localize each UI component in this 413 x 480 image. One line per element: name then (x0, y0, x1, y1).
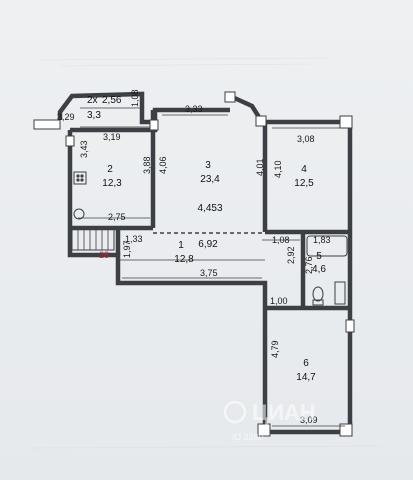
room-3-number: 3 (205, 160, 211, 171)
room-1-sub: 6,92 (198, 239, 218, 250)
room-1-area: 12,8 (174, 254, 194, 265)
dimension-lines (78, 107, 345, 427)
room-5-number: 5 (316, 251, 322, 262)
room-5-area: 4,6 (312, 264, 326, 275)
radiator-icon (334, 281, 346, 305)
dim-2-76: 2,76 (304, 256, 314, 274)
stove-icon (73, 171, 87, 185)
dim-1-08-mid: 1,08 (272, 235, 290, 245)
dimension-labels: 1,08 3,29 3,33 3,19 3,08 3,43 3,88 4,06 … (57, 89, 331, 425)
room-2-number: 2 (107, 164, 113, 175)
watermark-brand: ЦИАН (252, 400, 316, 425)
room-2x-sub: 3,3 (87, 110, 101, 121)
balcony-door (33, 119, 61, 130)
dim-3-88: 3,88 (142, 156, 152, 174)
windows (65, 91, 355, 437)
dim-2-92: 2,92 (286, 246, 296, 264)
dim-3-43: 3,43 (79, 140, 89, 158)
kitchen-sink-icon (73, 208, 85, 220)
stair-hatch (71, 227, 115, 251)
dim-3-08: 3,08 (297, 134, 315, 144)
room-3-area: 23,4 (200, 174, 220, 185)
room-6-number: 6 (303, 358, 309, 369)
window-room6-a (345, 319, 355, 333)
fixtures (73, 171, 348, 306)
loggia-wall (57, 91, 155, 125)
dim-4-79: 4,79 (270, 340, 280, 358)
window-room6-c (339, 423, 353, 437)
room-2-area: 12,3 (102, 178, 122, 189)
dim-3-75: 3,75 (200, 268, 218, 278)
room-2x-area: 2,56 (102, 95, 122, 106)
window-3a (149, 119, 159, 131)
dim-4-10: 4,10 (273, 160, 283, 178)
room-6-area: 14,7 (296, 372, 316, 383)
window-room6-b (257, 423, 271, 437)
background-texture (29, 57, 381, 449)
room-3-sub: 4,453 (197, 203, 222, 214)
dim-2-75: 2,75 (108, 212, 126, 222)
dim-3-29: 3,29 (57, 112, 75, 122)
room-1-number: 1 (178, 240, 184, 251)
dim-3-19: 3,19 (103, 132, 121, 142)
dim-3-33: 3,33 (185, 104, 203, 114)
room-4-area: 12,5 (294, 178, 314, 189)
marker-28: 28 (99, 250, 109, 260)
watermark-id: ID 3380 (232, 432, 264, 442)
room-2x-number: 2x (87, 95, 98, 106)
dim-3-09: 3,09 (300, 415, 318, 425)
room-labels: 2x 2,56 3,3 2 12,3 3 23,4 4,453 4 12,5 1… (87, 95, 326, 383)
toilet-icon (312, 286, 324, 302)
bathtub-icon (306, 235, 348, 257)
window-room2 (65, 135, 75, 147)
room-4-number: 4 (301, 164, 307, 175)
window-bay-2 (255, 115, 267, 127)
watermark-logo-icon (223, 400, 247, 424)
dim-1-83: 1,83 (313, 235, 331, 245)
outer-wall-left-block (67, 120, 353, 435)
dim-1-08-top: 1,08 (130, 89, 140, 107)
dim-1-00: 1,00 (270, 296, 288, 306)
window-bay-1 (224, 91, 236, 103)
dim-1-33: 1,33 (125, 234, 143, 244)
watermark: ЦИАН ID 3380 (223, 400, 316, 442)
window-room4 (339, 115, 353, 129)
dim-4-01: 4,01 (255, 158, 265, 176)
dim-4-06: 4,06 (158, 156, 168, 174)
dim-1-97: 1,97 (122, 240, 132, 258)
